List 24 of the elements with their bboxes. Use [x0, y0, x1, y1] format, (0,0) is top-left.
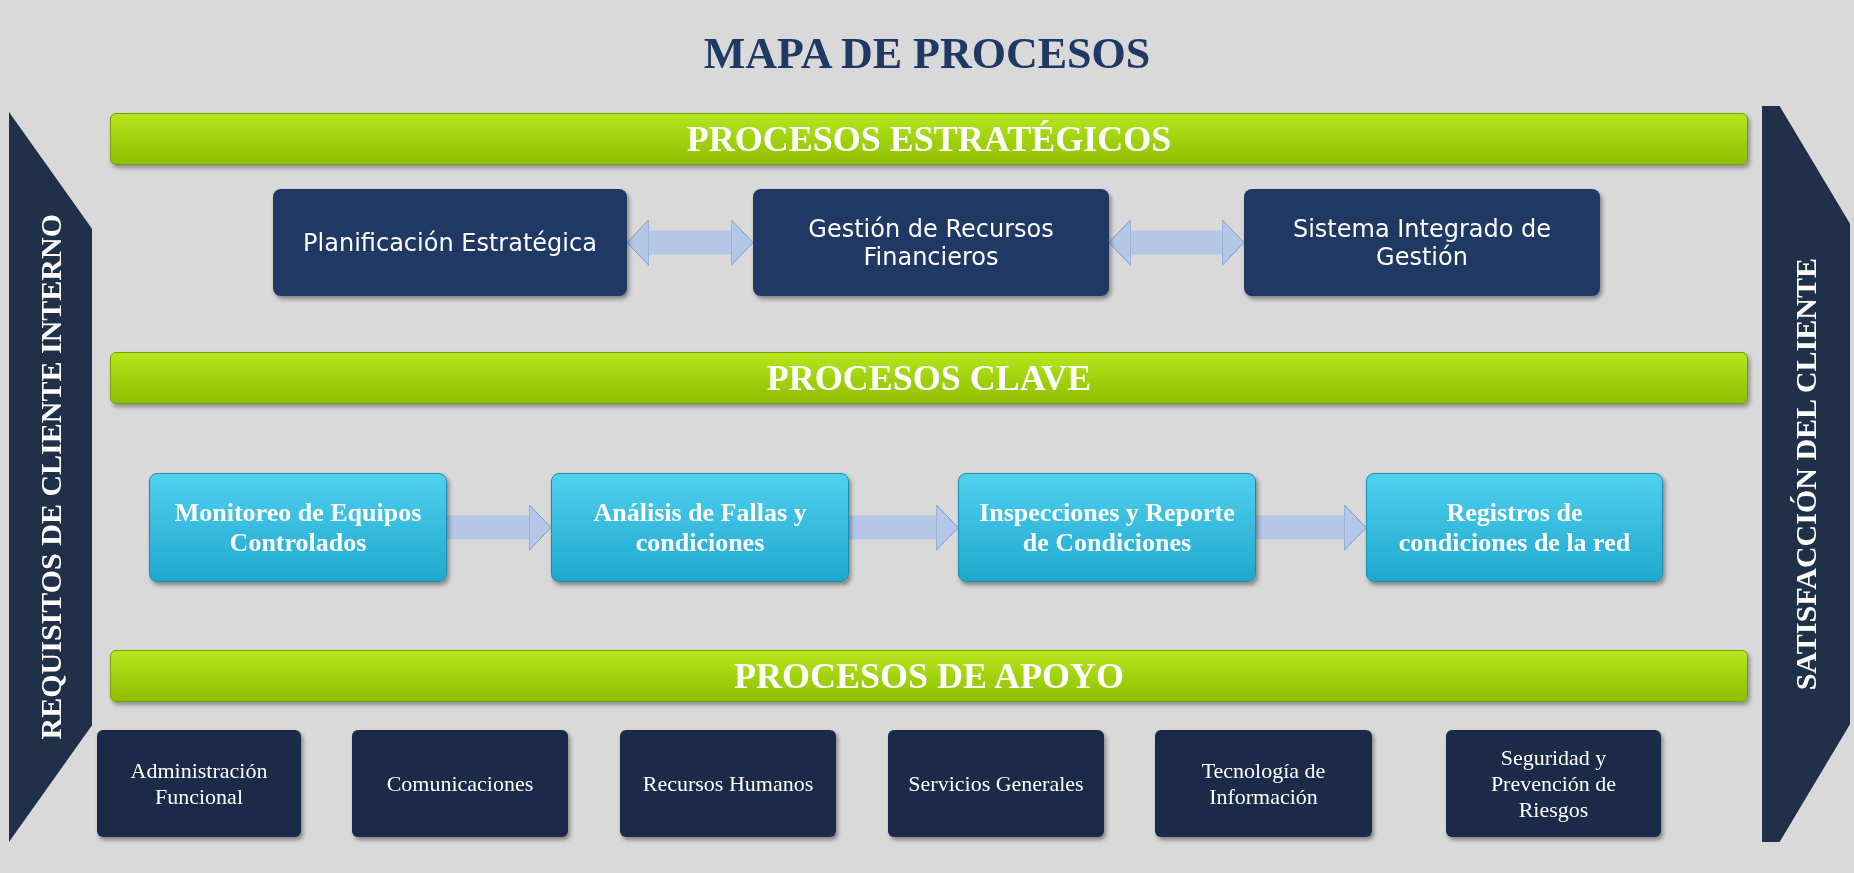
process-box: Tecnología de Información — [1155, 730, 1372, 837]
process-box: Gestión de Recursos Financieros — [753, 189, 1109, 296]
section-banner: PROCESOS CLAVE — [110, 352, 1748, 404]
block-arrow — [849, 504, 959, 551]
process-box: Administración Funcional — [97, 730, 301, 837]
process-box: Registros de condiciones de la red — [1366, 473, 1663, 582]
section-banner: PROCESOS ESTRATÉGICOS — [110, 113, 1748, 165]
section-banner: PROCESOS DE APOYO — [110, 650, 1748, 702]
block-arrow — [447, 504, 552, 551]
process-box: Sistema Integrado de Gestión — [1244, 189, 1600, 296]
block-arrow — [1108, 219, 1245, 266]
vertical-label: REQUISITOS DE CLIENTE INTERNO — [33, 214, 68, 740]
process-box: Seguridad y Prevención de Riesgos — [1446, 730, 1661, 837]
process-box: Inspecciones y Reporte de Condiciones — [958, 473, 1256, 582]
block-arrow — [626, 219, 754, 266]
process-box: Comunicaciones — [352, 730, 568, 837]
block-arrow — [1256, 504, 1367, 551]
process-box: Servicios Generales — [888, 730, 1104, 837]
process-box: Monitoreo de Equipos Controlados — [149, 473, 447, 582]
process-box: Planificación Estratégica — [273, 189, 627, 296]
vertical-label: SATISFACCIÓN DEL CLIENTE — [1789, 257, 1823, 691]
process-box: Análisis de Fallas y condiciones — [551, 473, 849, 582]
process-box: Recursos Humanos — [620, 730, 836, 837]
diagram-title: MAPA DE PROCESOS — [702, 28, 1152, 79]
